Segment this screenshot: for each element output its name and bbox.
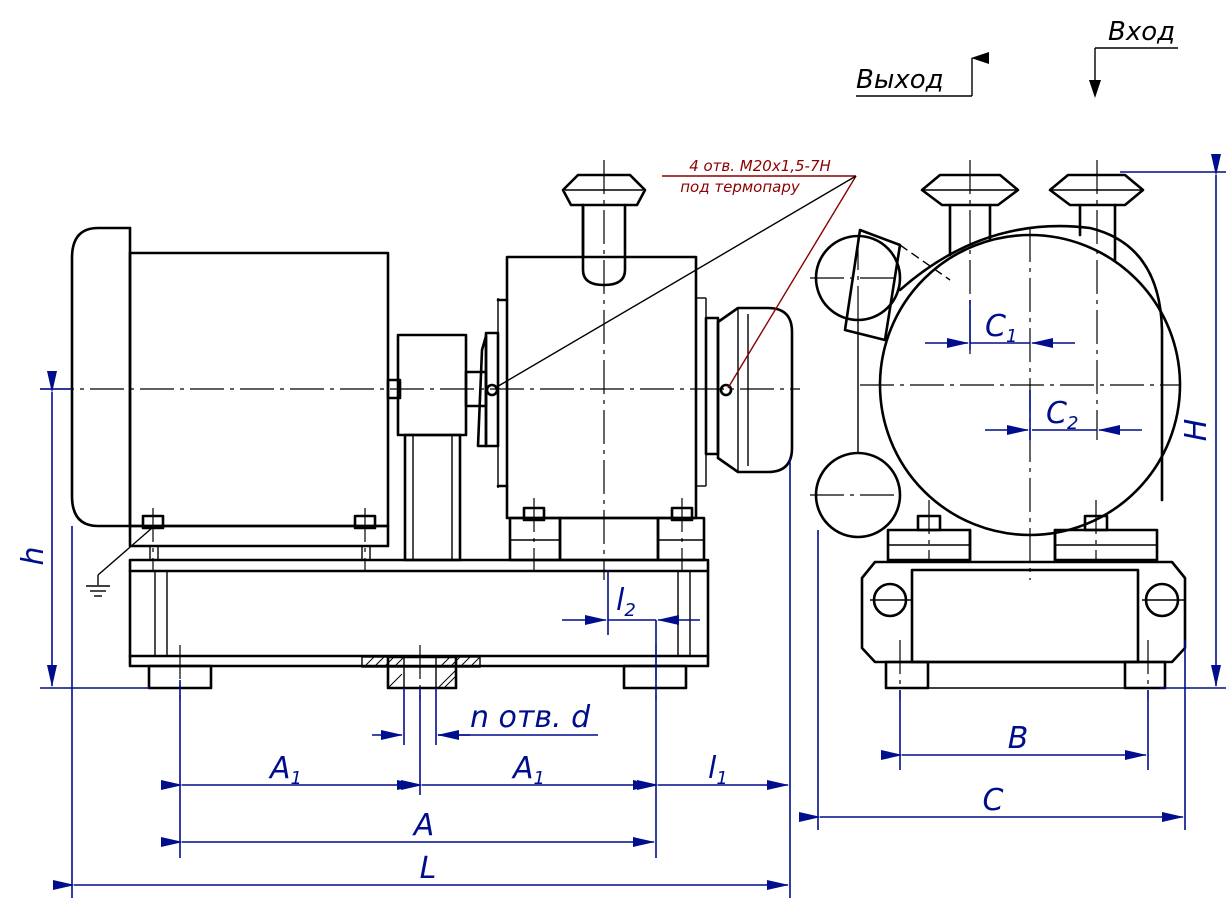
dim-label-B: B	[1008, 721, 1029, 756]
note-line-2: под термопару	[680, 178, 801, 196]
dim-label-H: H	[1179, 419, 1214, 442]
ground-icon	[86, 527, 153, 597]
pump-housing	[505, 255, 698, 520]
coupling	[396, 333, 468, 437]
side-base	[860, 560, 1187, 664]
dim-label-A: A	[412, 808, 435, 843]
dim-label-C: C	[983, 783, 1004, 818]
thermocouple-hole	[485, 383, 499, 397]
dim-label-n-holes-d: n отв. d	[470, 700, 591, 735]
dimensions: h H L A A1 A1 l1 l2 n отв. d B C C1 C2	[16, 154, 1226, 898]
dim-label-C2: C2	[1046, 396, 1078, 434]
pump-end-cap	[716, 306, 794, 474]
dim-label-h: h	[16, 546, 51, 565]
inlet-arrow-icon	[1089, 80, 1101, 98]
outlet-label: Выход	[856, 65, 944, 95]
dim-label-A1-right: A1	[511, 751, 545, 789]
dim-label-C1: C1	[985, 309, 1017, 347]
flow-labels: Выход Вход	[856, 17, 1178, 98]
base-frame	[128, 558, 710, 668]
motor-foot	[128, 524, 390, 548]
dim-label-A1-left: A1	[268, 751, 302, 789]
base-section-hatching	[361, 656, 481, 689]
front-view	[40, 160, 800, 700]
side-view	[810, 160, 1187, 700]
dim-label-l1: l1	[708, 751, 728, 789]
note-line-1: 4 отв. М20х1,5-7Н	[689, 157, 831, 175]
thermocouple-hole	[719, 383, 733, 397]
motor-fan-cover	[70, 226, 132, 528]
dim-label-L: L	[420, 851, 437, 886]
dim-label-l2: l2	[616, 583, 636, 621]
thermocouple-note: 4 отв. М20х1,5-7Н под термопару	[494, 157, 857, 389]
inlet-label: Вход	[1108, 17, 1175, 47]
